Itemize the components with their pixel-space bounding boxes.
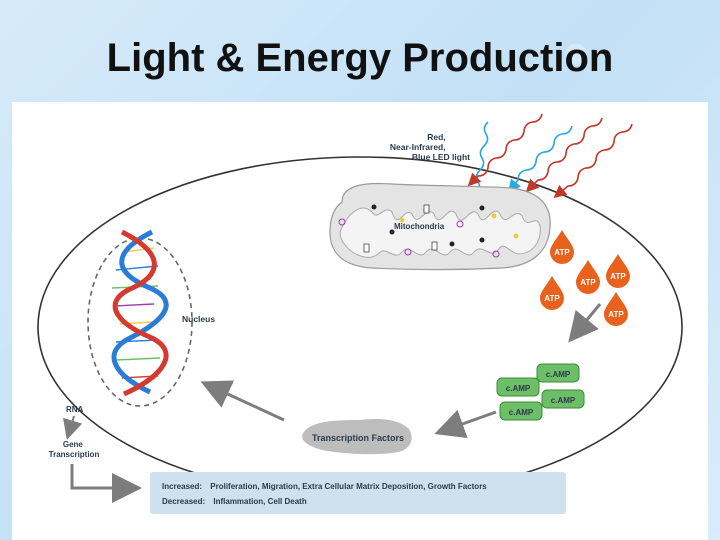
mito-dot xyxy=(449,241,455,247)
atp-group: ATP ATP ATP ATP ATP xyxy=(540,230,630,326)
mito-dot xyxy=(479,237,485,243)
svg-text:ATP: ATP xyxy=(580,278,596,287)
atp-drop: ATP xyxy=(550,230,574,264)
diagram-figure: Red, Near-Infrared, Blue LED light Mitoc… xyxy=(12,102,708,540)
atp-drop: ATP xyxy=(604,292,628,326)
mito-dot xyxy=(491,213,497,219)
nucleus: Nucleus xyxy=(87,229,215,407)
mito-dot xyxy=(399,217,405,223)
mito-vesicle xyxy=(404,248,412,256)
dna-helix xyxy=(111,229,169,397)
mito-dot xyxy=(371,204,377,210)
red-light-ray xyxy=(467,113,543,187)
rna-label: RNA xyxy=(66,405,84,414)
decreased-label: Decreased: xyxy=(162,497,205,506)
arrow-gene-to-results xyxy=(70,464,142,503)
gene-transcription-label: Gene Transcription xyxy=(49,440,100,459)
arrow-tf-to-nucleus xyxy=(200,380,285,422)
svg-text:Decreased: Inflammation,: Decreased: Inflammation, Cell Death xyxy=(162,497,307,506)
light-waves xyxy=(467,113,633,207)
mito-dot xyxy=(513,233,519,239)
svg-text:ATP: ATP xyxy=(608,310,624,319)
mito-vesicle xyxy=(338,218,346,226)
svg-text:Increased: Proliferation: Increased: Proliferation, Migration, Ext… xyxy=(162,482,487,491)
decreased-text: Inflammation, Cell Death xyxy=(213,497,306,506)
svg-text:c.AMP: c.AMP xyxy=(546,370,571,379)
increased-text: Proliferation, Migration, Extra Cellular… xyxy=(210,482,487,491)
mitochondria: Mitochondria xyxy=(329,182,551,271)
transcription-factors: Transcription Factors xyxy=(302,418,412,455)
nucleus-label: Nucleus xyxy=(182,314,215,324)
red-light-ray xyxy=(525,117,603,193)
svg-text:ATP: ATP xyxy=(544,294,560,303)
mito-vesicle xyxy=(456,220,464,228)
arrow-atp-to-camp xyxy=(568,303,602,343)
increased-label: Increased: xyxy=(162,482,202,491)
mito-granule xyxy=(363,243,370,253)
camp-box: c.AMP xyxy=(499,401,543,421)
camp-box: c.AMP xyxy=(536,363,580,383)
mito-granule xyxy=(423,204,430,214)
camp-box: c.AMP xyxy=(496,377,540,397)
camp-box: c.AMP xyxy=(541,389,585,409)
mito-granule xyxy=(431,241,438,251)
mitochondria-label: Mitochondria xyxy=(394,222,445,231)
red-light-ray xyxy=(553,123,633,199)
atp-drop: ATP xyxy=(540,276,564,310)
mito-vesicle xyxy=(492,250,500,258)
arrow-camp-to-tf xyxy=(434,409,497,439)
svg-text:c.AMP: c.AMP xyxy=(509,408,534,417)
light-label: Red, Near-Infrared, Blue LED light xyxy=(390,132,470,162)
svg-text:c.AMP: c.AMP xyxy=(506,384,531,393)
camp-group: c.AMP c.AMP c.AMP c.AMP xyxy=(496,363,585,421)
atp-drop: ATP xyxy=(606,254,630,288)
blue-light-ray xyxy=(508,125,573,193)
slide-title: Light & Energy Production xyxy=(106,36,614,80)
svg-text:c.AMP: c.AMP xyxy=(551,396,576,405)
atp-drop: ATP xyxy=(576,260,600,294)
mitochondria-cristae xyxy=(339,207,541,258)
diagram-svg: Red, Near-Infrared, Blue LED light Mitoc… xyxy=(37,113,683,514)
svg-text:ATP: ATP xyxy=(554,248,570,257)
arrow-rna-to-gene xyxy=(63,415,83,440)
svg-text:Transcription Factors: Transcription Factors xyxy=(312,433,404,443)
mito-dot xyxy=(389,229,395,235)
svg-text:ATP: ATP xyxy=(610,272,626,281)
results-box: Increased: Proliferation, Migration, Ext… xyxy=(150,472,566,514)
mito-dot xyxy=(479,205,485,211)
